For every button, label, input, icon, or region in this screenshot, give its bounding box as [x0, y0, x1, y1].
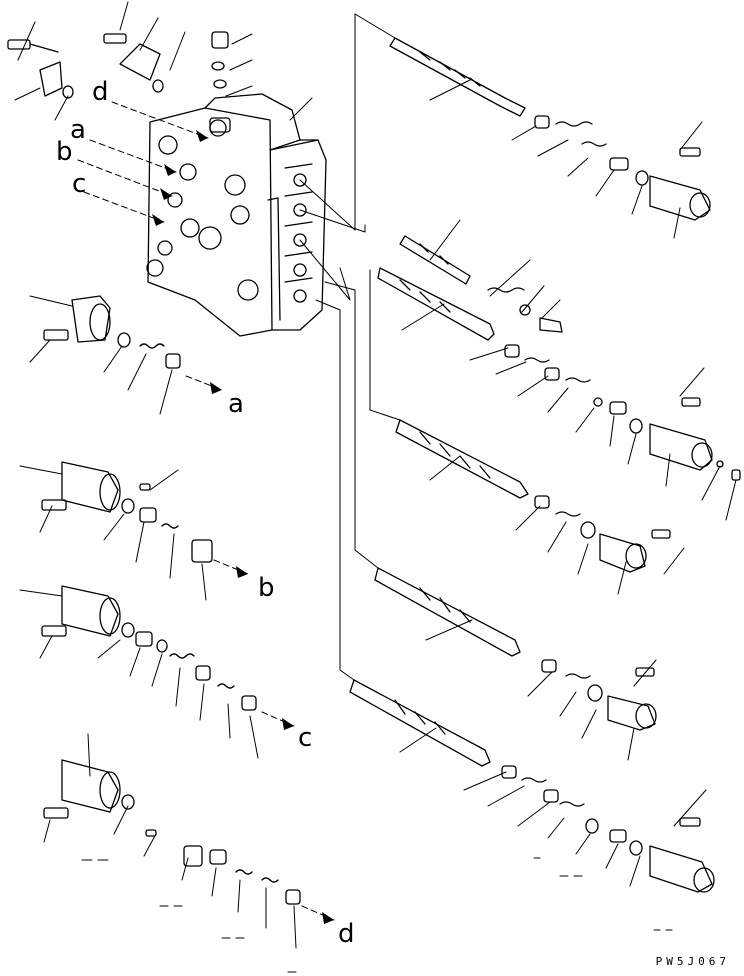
right-components [487, 115, 741, 893]
callout-letters: d a b c a b c d [56, 77, 355, 949]
spool-group [349, 37, 529, 767]
callout-c-top: c [72, 169, 86, 199]
callout-d-top: d [92, 77, 109, 107]
spool-1 [389, 37, 526, 117]
spool-3 [377, 267, 495, 341]
spool-2 [399, 235, 471, 285]
callout-d-bottom: d [338, 919, 355, 949]
callout-a-bottom: a [228, 389, 244, 419]
callout-b-bottom: b [258, 573, 275, 603]
spool-4 [395, 419, 529, 499]
callout-b-top: b [56, 137, 73, 167]
valve-body [146, 93, 327, 337]
assembly-leaders [299, 13, 401, 681]
callout-c-bottom: c [298, 723, 312, 753]
left-components [7, 31, 301, 905]
callout-a-top: a [70, 115, 86, 145]
spool-6 [349, 679, 491, 767]
callout-leaders [14, 1, 737, 973]
spool-5 [374, 567, 521, 657]
drawing-code: PW5J067 [655, 955, 730, 968]
arrow-heads [152, 130, 334, 924]
